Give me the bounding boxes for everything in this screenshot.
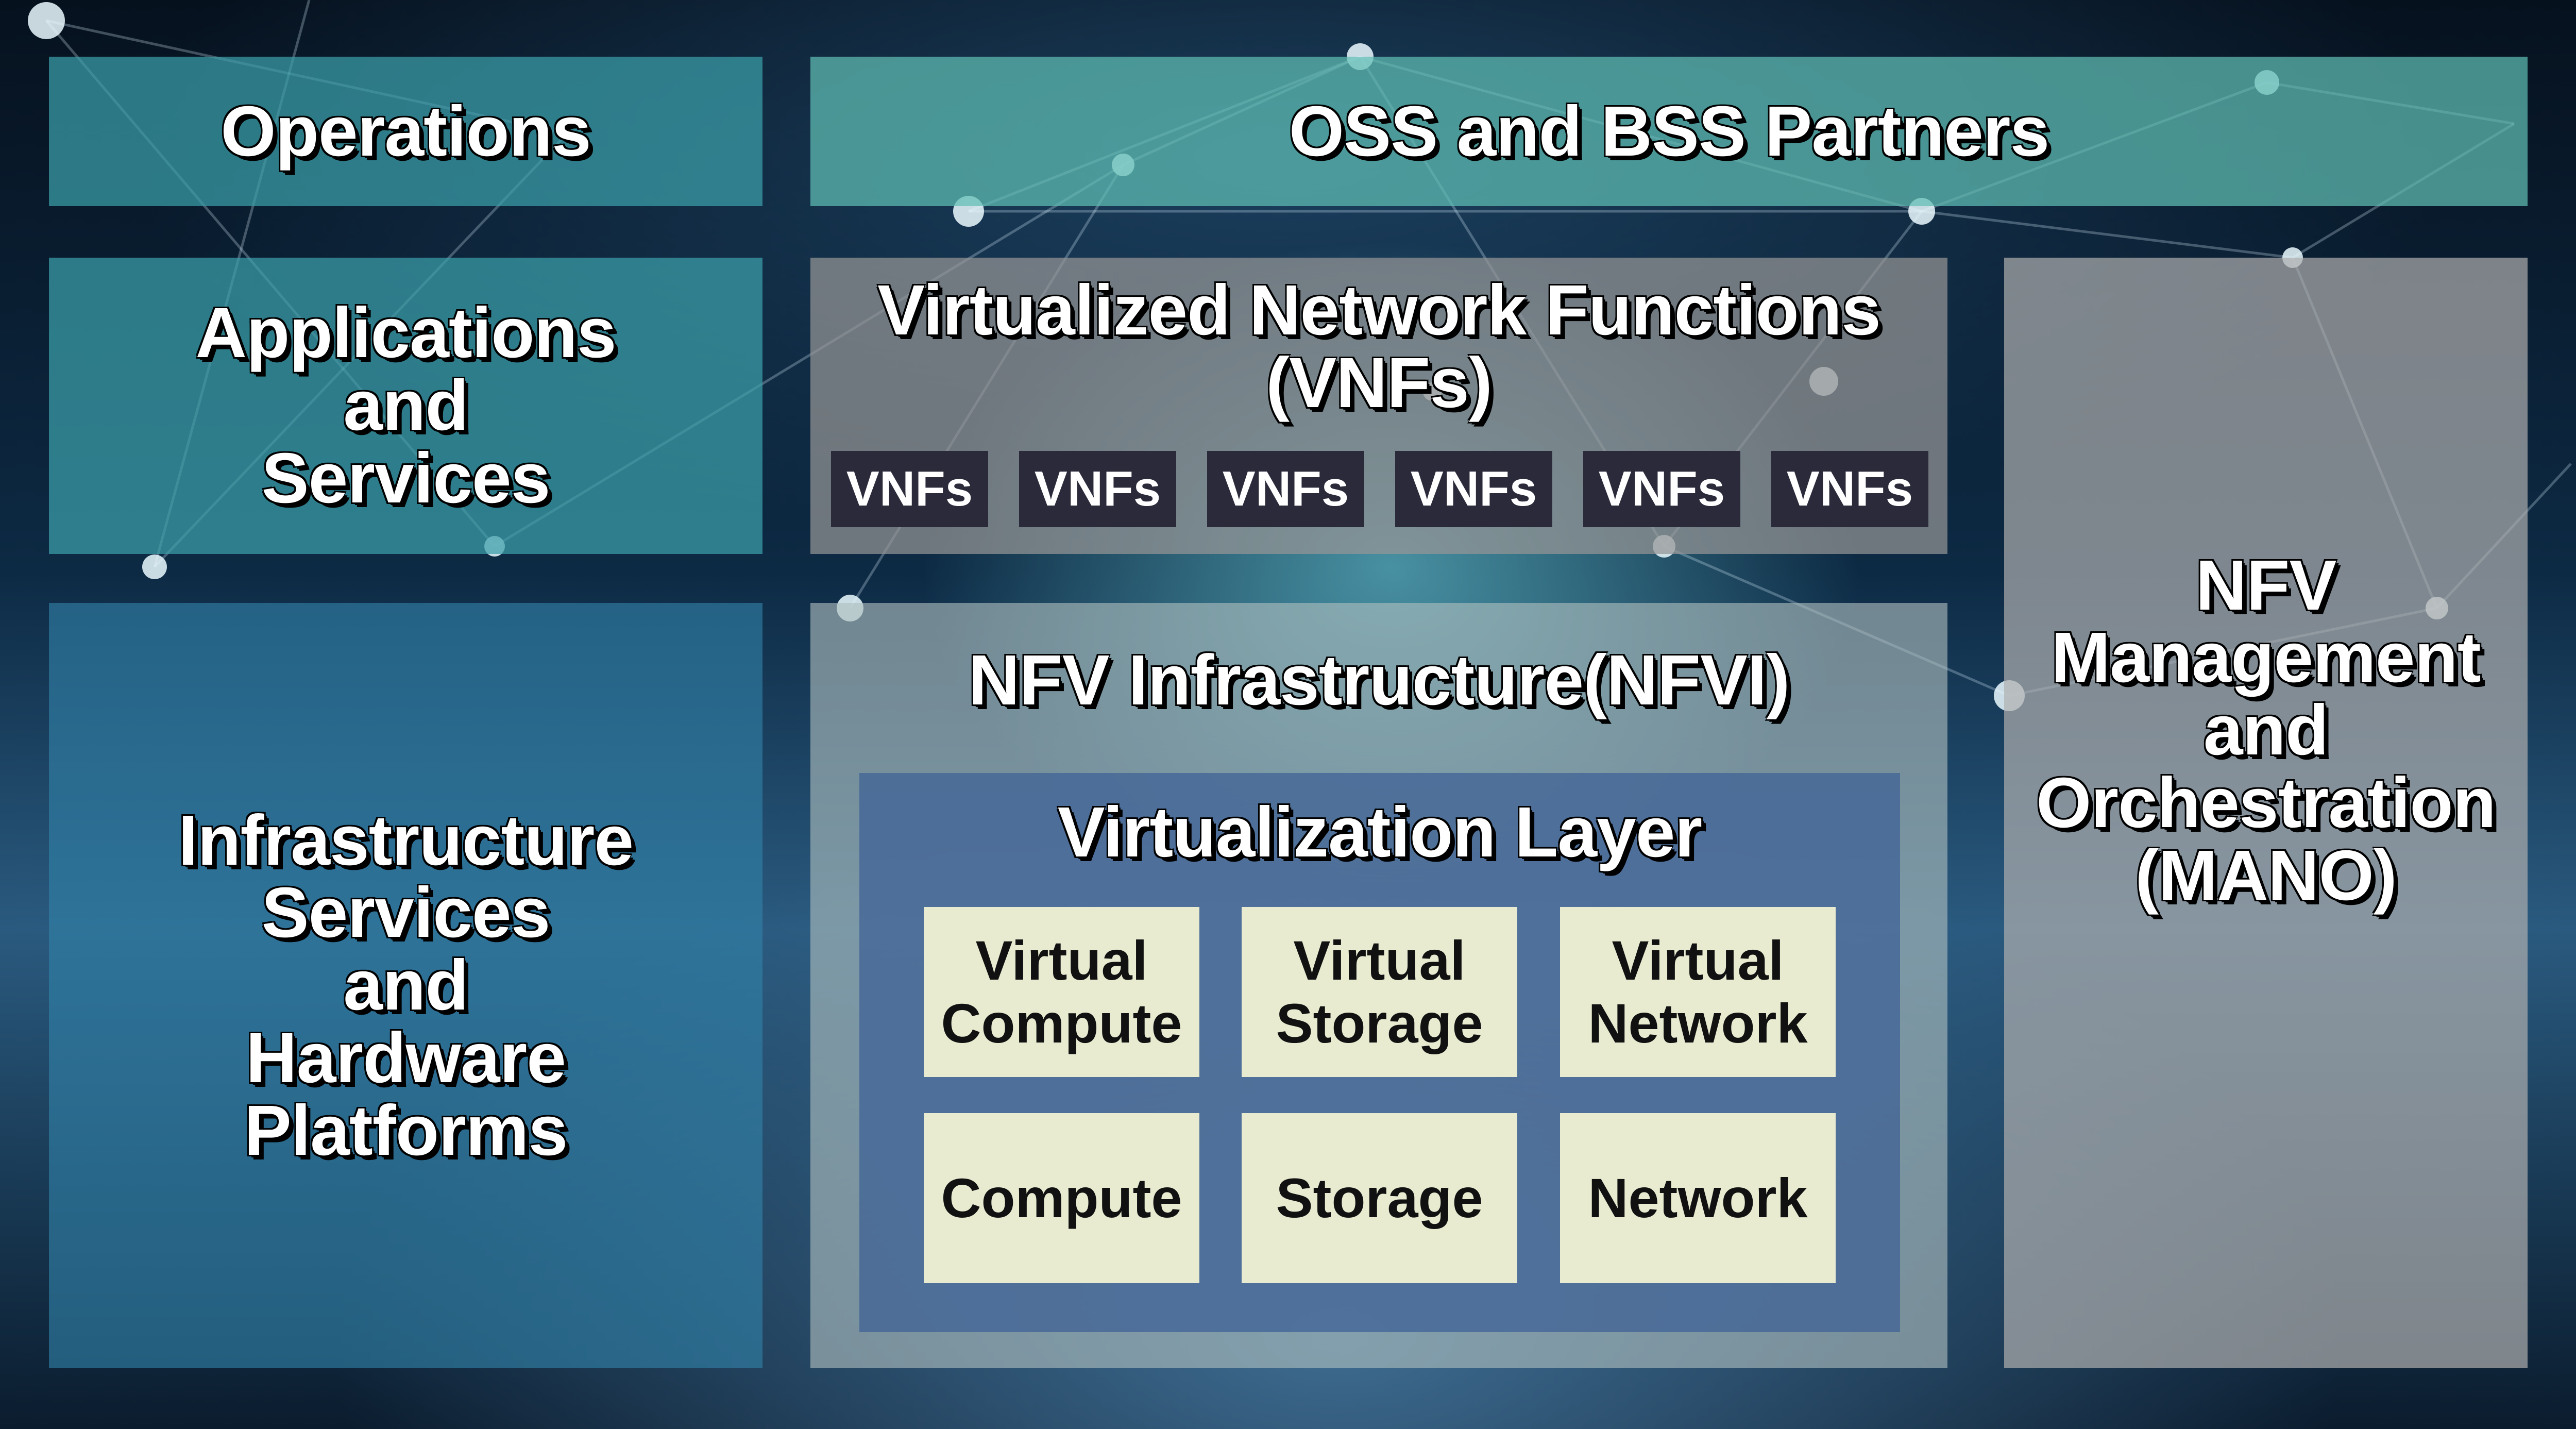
applications-line-1: Applications: [195, 293, 616, 373]
vnf-item: VNFs: [1019, 451, 1176, 527]
infrastructure-line-4: Hardware: [246, 1018, 566, 1098]
infrastructure-line-2: Services: [261, 873, 551, 953]
vnf-item: VNFs: [1771, 451, 1928, 527]
mano-line-1: NFV: [2195, 545, 2336, 625]
applications-block: Applications and Services: [49, 258, 762, 554]
mano-label: NFV Management and Orchestration (MANO): [2036, 549, 2496, 912]
virtual-storage-line-2: Storage: [1276, 992, 1483, 1054]
virtual-network-line-2: Network: [1588, 992, 1808, 1054]
vnf-title: Virtualized Network Functions (VNFs): [810, 274, 1947, 419]
applications-line-2: and: [343, 366, 468, 446]
operations-block: Operations: [49, 57, 762, 206]
infrastructure-line-5: Platforms: [244, 1090, 568, 1170]
nfvi-block: NFV Infrastructure(NFVI) Virtualization …: [810, 603, 1947, 1368]
nfvi-title: NFV Infrastructure(NFVI): [968, 641, 1790, 720]
infrastructure-line-3: and: [343, 946, 468, 1025]
mano-line-2: Management: [2051, 618, 2481, 698]
vnf-block: Virtualized Network Functions (VNFs) VNF…: [810, 258, 1947, 554]
compute-box: Compute: [924, 1113, 1199, 1283]
applications-line-3: Services: [261, 438, 551, 518]
oss-bss-label: OSS and BSS Partners: [1289, 91, 2049, 171]
infrastructure-block: Infrastructure Services and Hardware Pla…: [49, 603, 762, 1368]
mano-block: NFV Management and Orchestration (MANO): [2004, 258, 2528, 1368]
virtual-storage-line-1: Virtual: [1293, 929, 1466, 991]
virtual-compute-line-1: Virtual: [975, 929, 1148, 991]
operations-label: Operations: [221, 91, 591, 171]
vnf-item: VNFs: [831, 451, 988, 527]
infrastructure-line-1: Infrastructure: [178, 800, 634, 880]
mano-line-3: and: [2203, 691, 2329, 770]
vnf-list: VNFs VNFs VNFs VNFs VNFs VNFs: [831, 451, 1928, 527]
virtual-network-line-1: Virtual: [1612, 929, 1784, 991]
vnf-title-line-2: (VNFs): [1266, 343, 1493, 423]
vnf-item: VNFs: [1583, 451, 1740, 527]
storage-box: Storage: [1242, 1113, 1517, 1283]
virtualization-layer-title: Virtualization Layer: [1057, 793, 1703, 872]
vnf-item: VNFs: [1395, 451, 1552, 527]
mano-line-4: Orchestration: [2036, 763, 2496, 843]
mano-line-5: (MANO): [2135, 835, 2397, 915]
infrastructure-label: Infrastructure Services and Hardware Pla…: [178, 800, 634, 1170]
vnf-title-line-1: Virtualized Network Functions: [877, 271, 1881, 350]
oss-bss-block: OSS and BSS Partners: [810, 57, 2528, 206]
virtual-compute-line-2: Compute: [941, 992, 1182, 1054]
applications-label: Applications and Services: [195, 297, 616, 514]
network-box: Network: [1560, 1113, 1836, 1283]
vnf-item: VNFs: [1207, 451, 1364, 527]
